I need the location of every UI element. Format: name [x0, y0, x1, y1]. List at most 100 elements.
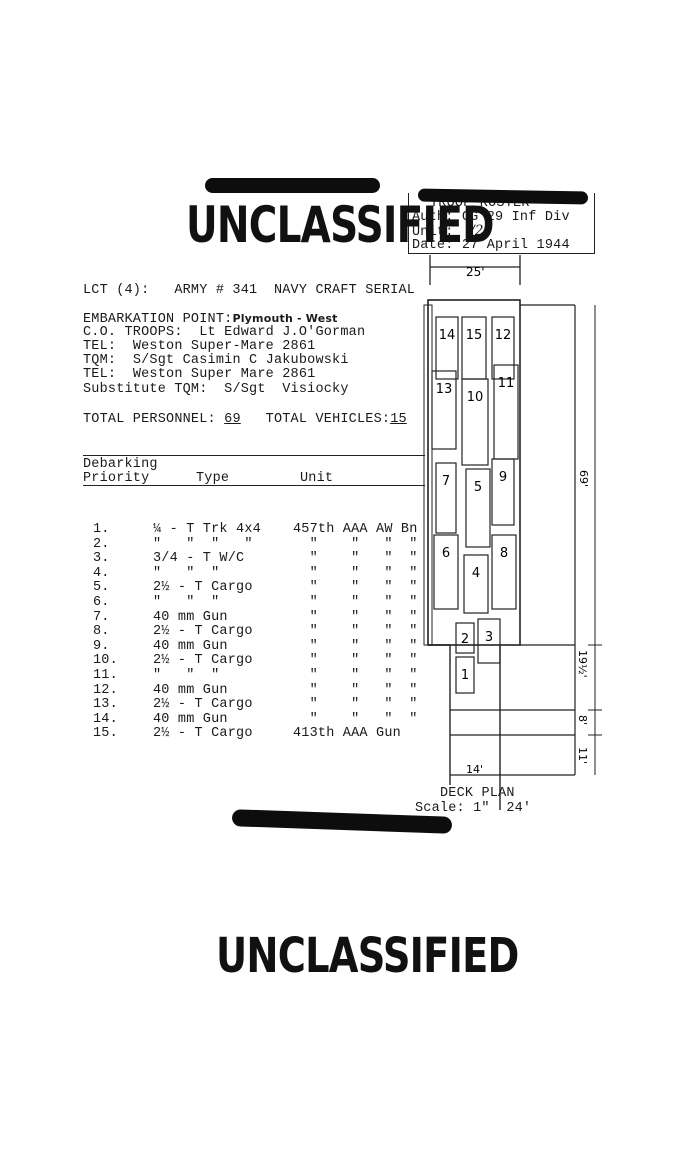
type-cell: ¼ - T Trk 4x4: [153, 522, 261, 537]
table-row: 5.2½ - T Cargo " " " ": [83, 580, 428, 595]
unclassified-stamp-top: UNCLASSIFIED: [186, 196, 494, 254]
tel2-line: TEL: Weston Super Mare 2861: [83, 367, 315, 382]
header-debarking: Debarking: [83, 457, 158, 472]
dim-bottom-label: 14': [466, 763, 483, 776]
dim-top-label: 25': [466, 265, 485, 279]
redaction-bar-top-left: [205, 178, 380, 193]
table-row: 1. ¼ - T Trk 4x4 457th AAA AW Bn: [83, 522, 428, 537]
dim-right-19: 19½': [576, 650, 589, 678]
auth-value: CG 29 Inf Div: [461, 210, 570, 225]
embarkation-line: EMBARKATION POINT:Plymouth - West: [83, 296, 338, 327]
deck-slot-label: 7: [442, 474, 450, 489]
priority-cell: 11.: [93, 667, 118, 683]
tqm-value: S/Sgt Casimin C Jakubowski: [132, 353, 349, 368]
tqm-label: TQM:: [83, 353, 117, 368]
type-cell: " " ": [153, 594, 220, 610]
table-row: 10.2½ - T Cargo " " " ": [83, 653, 428, 668]
dim-right-11: 11': [576, 747, 589, 764]
co-label: C.O. TROOPS:: [83, 325, 183, 340]
unit-cell: " " " ": [293, 711, 418, 727]
unit-cell: 457th AAA AW Bn: [293, 522, 418, 537]
table-row: 4." " " " " " ": [83, 566, 428, 581]
type-cell: 40 mm Gun: [153, 638, 228, 654]
unit-cell: " " " ": [293, 565, 418, 581]
co-value: Lt Edward J.O'Gorman: [199, 325, 366, 340]
personnel-label: TOTAL PERSONNEL:: [83, 412, 216, 427]
date-label: Date:: [412, 238, 454, 253]
table-row: 14.40 mm Gun " " " ": [83, 712, 428, 727]
deck-slot-box: [455, 622, 475, 654]
deck-plan-title: DECK PLAN: [440, 786, 515, 801]
deck-slot-label: 1: [461, 668, 469, 683]
troop-box-date: Date: 27 April 1944: [412, 238, 570, 253]
unit-cell: " " " ": [293, 609, 418, 625]
table-header-rule: [83, 485, 425, 486]
deck-slot-label: 3: [485, 630, 493, 645]
deck-slot-label: 15: [466, 328, 483, 343]
unit-cell: " " " ": [293, 624, 418, 640]
unit-cell: " " " ": [293, 697, 418, 713]
embarkation-label: EMBARKATION POINT:: [83, 312, 233, 327]
header-priority: Priority: [83, 471, 150, 486]
substitute-tqm-line: Substitute TQM: S/Sgt Visiocky: [83, 382, 349, 397]
deck-slot-label: 13: [436, 382, 453, 397]
header-type: Type: [196, 471, 230, 486]
unit-cell: " " " ": [293, 682, 418, 698]
deck-slot-label: 12: [495, 328, 512, 343]
unit-value: /2/: [470, 223, 489, 239]
table-row: 9.40 mm Gun " " " ": [83, 639, 428, 654]
dim-right-69: 69': [577, 470, 590, 487]
deck-slot-label: 10: [467, 390, 484, 405]
type-cell: " " ": [153, 667, 220, 683]
priority-cell: 7.: [93, 609, 110, 625]
tel2-label: TEL:: [83, 367, 117, 382]
type-cell: " " " ": [153, 536, 253, 552]
troop-info-box: [408, 193, 595, 254]
deck-slot-box: [435, 316, 459, 380]
lct-header-line: LCT (4): ARMY # 341 NAVY CRAFT SERIAL: [83, 268, 415, 298]
troop-box-unit: Unit: /2/: [412, 223, 489, 241]
deck-slot-box: [461, 378, 489, 466]
deck-slot-box: [461, 316, 487, 380]
type-cell: 2½ - T Cargo: [153, 624, 253, 640]
unit-cell: " " " ": [293, 536, 418, 552]
type-cell: 2½ - T Cargo: [153, 580, 253, 596]
deck-slot-label: 8: [500, 546, 508, 561]
tel1-line: TEL: Weston Super-Mare 2861: [83, 339, 315, 354]
substitute-label: Substitute TQM:: [83, 382, 208, 397]
priority-cell: 1.: [93, 522, 110, 537]
tel1-label: TEL:: [83, 339, 117, 354]
priority-cell: 4.: [93, 565, 110, 581]
embarkation-value: Plymouth - West: [232, 312, 338, 325]
tel1-value: Weston Super-Mare 2861: [132, 339, 316, 354]
navy-craft-serial-label: NAVY CRAFT SERIAL: [273, 283, 416, 298]
priority-cell: 2.: [93, 536, 110, 552]
table-row: 8.2½ - T Cargo " " " ": [83, 624, 428, 639]
deck-slot-box: [465, 468, 491, 548]
substitute-value: S/Sgt Visiocky: [224, 382, 349, 397]
table-row: 3.3/4 - T W/C " " " ": [83, 551, 428, 566]
deck-slot-label: 9: [499, 470, 507, 485]
table-row: 6." " " " " " ": [83, 595, 428, 610]
unit-cell: " " " ": [293, 667, 418, 683]
type-cell: 2½ - T Cargo: [153, 726, 253, 742]
deck-slot-label: 6: [442, 546, 450, 561]
deck-slot-label: 14: [439, 328, 456, 343]
table-row: 7.40 mm Gun " " " ": [83, 610, 428, 625]
date-value: 27 April 1944: [461, 238, 570, 253]
deck-slot-box: [463, 554, 489, 614]
priority-cell: 5.: [93, 580, 110, 596]
priority-table: 1. ¼ - T Trk 4x4 457th AAA AW Bn 2. " " " " …: [83, 486, 428, 759]
vehicles-label: TOTAL VEHICLES:: [265, 412, 391, 427]
unit-cell: " " " ": [293, 594, 418, 610]
unit-cell: " " " ": [293, 653, 418, 669]
deck-slot-label: 2: [461, 632, 469, 647]
priority-cell: 14.: [93, 711, 118, 727]
priority-cell: 3.: [93, 551, 110, 567]
troop-box-auth: Auth: CG 29 Inf Div: [412, 210, 570, 225]
type-cell: 2½ - T Cargo: [153, 697, 253, 713]
deck-slot-box: [433, 534, 459, 610]
type-cell: 2½ - T Cargo: [153, 653, 253, 669]
